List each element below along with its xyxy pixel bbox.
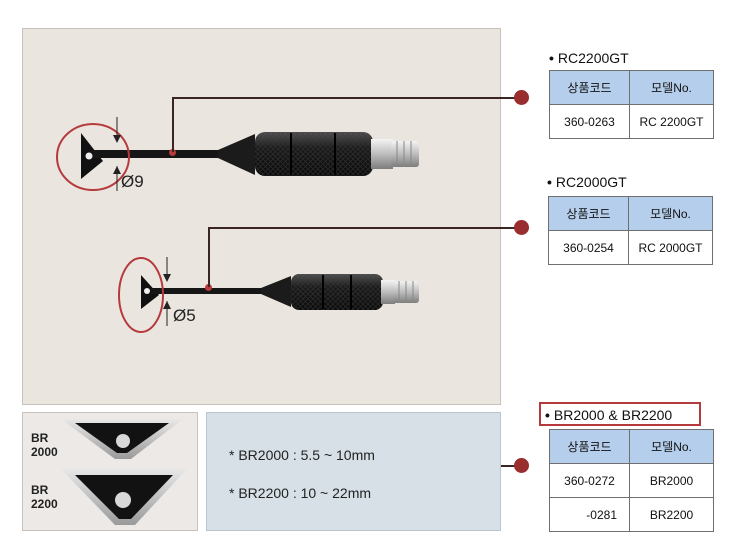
product-photo-panel: Ø9 Ø5 (22, 28, 501, 405)
product-title-br2000-br2200: •BR2000 & BR2200 (539, 402, 701, 426)
bullet: • (547, 174, 552, 190)
product-table-rc2200gt: 상품코드 모델No. 360-0263 RC 2200GT (549, 70, 714, 139)
header-model-no: 모델No. (629, 429, 714, 464)
cell-model-no: RC 2000GT (628, 230, 713, 265)
product-title-text: BR2000 & BR2200 (553, 407, 673, 423)
header-model-no: 모델No. (629, 70, 714, 105)
tools-illustration (56, 117, 419, 333)
blade-label-br2200-line2: 2200 (31, 497, 58, 511)
callout-line-2-vertical (208, 227, 210, 287)
table-row: 360-0272 BR2000 (549, 463, 714, 498)
cell-model-no: BR2200 (629, 497, 714, 532)
callout-line-2-horizontal (208, 227, 517, 229)
diameter-label-large: Ø9 (121, 172, 144, 191)
table-header-row: 상품코드 모델No. (548, 196, 713, 231)
blades-illustration (61, 419, 187, 525)
header-model-no: 모델No. (628, 196, 713, 231)
blade-label-br2200-line1: BR (31, 483, 49, 497)
header-product-code: 상품코드 (549, 429, 630, 464)
callout-line-1-vertical (172, 97, 174, 152)
blade-label-br2200: BR 2200 (31, 483, 58, 511)
table-header-row: 상품코드 모델No. (549, 70, 714, 105)
cell-product-code: 360-0263 (549, 104, 630, 139)
blade-photo-panel: BR 2000 BR 2200 (22, 412, 198, 531)
product-table-br2000-br2200: 상품코드 모델No. 360-0272 BR2000 -0281 BR2200 (549, 429, 714, 532)
table-row: -0281 BR2200 (549, 497, 714, 532)
product-title-rc2000gt: •RC2000GT (547, 174, 627, 190)
product-title-text: RC2200GT (557, 50, 629, 66)
bullet: • (549, 50, 554, 66)
table-row: 360-0263 RC 2200GT (549, 104, 714, 139)
spec-line-br2200: * BR2200 : 10 ~ 22mm (229, 485, 372, 501)
header-product-code: 상품코드 (548, 196, 629, 231)
tool-rc2200gt (81, 132, 419, 179)
cell-product-code: 360-0254 (548, 230, 629, 265)
product-title-text: RC2000GT (555, 174, 627, 190)
product-table-rc2000gt: 상품코드 모델No. 360-0254 RC 2000GT (548, 196, 713, 265)
cell-model-no: RC 2200GT (629, 104, 714, 139)
callout-marker-3 (514, 458, 529, 473)
blade-label-br2000-line2: 2000 (31, 445, 58, 459)
callout-origin-dot-1 (169, 149, 176, 156)
table-header-row: 상품코드 모델No. (549, 429, 714, 464)
cell-product-code: -0281 (549, 497, 630, 532)
callout-origin-dot-2 (205, 284, 212, 291)
callout-marker-1 (514, 90, 529, 105)
blade-spec-box: * BR2000 : 5.5 ~ 10mm * BR2200 : 10 ~ 22… (206, 412, 501, 531)
blade-label-br2000: BR 2000 (31, 431, 58, 459)
product-title-rc2200gt: •RC2200GT (549, 50, 629, 66)
cell-product-code: 360-0272 (549, 463, 630, 498)
callout-line-1-horizontal (172, 97, 517, 99)
tool-rc2000gt (141, 274, 419, 310)
spec-line-br2000: * BR2000 : 5.5 ~ 10mm (229, 447, 375, 463)
bullet: • (545, 407, 550, 423)
cell-model-no: BR2000 (629, 463, 714, 498)
header-product-code: 상품코드 (549, 70, 630, 105)
diameter-label-small: Ø5 (173, 306, 196, 325)
callout-marker-2 (514, 220, 529, 235)
table-row: 360-0254 RC 2000GT (548, 230, 713, 265)
blade-label-br2000-line1: BR (31, 431, 49, 445)
